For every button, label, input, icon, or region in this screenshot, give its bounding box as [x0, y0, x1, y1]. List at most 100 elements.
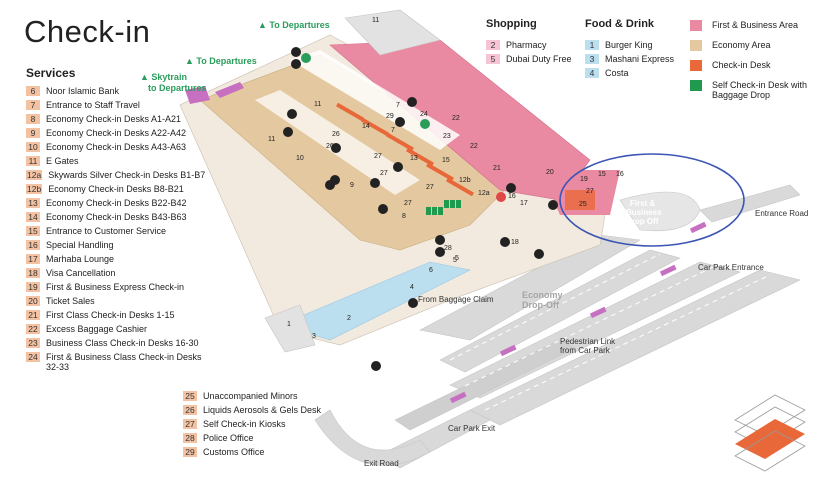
area-legend-item: First & Business Area	[690, 20, 815, 31]
service-number-badge: 6	[26, 86, 40, 96]
service-number-badge: 18	[26, 268, 40, 278]
to-departures-label-2: ▲ To Departures	[185, 56, 257, 66]
legend-number-badge: 3	[585, 54, 599, 64]
service-label: Economy Check-in Desks B43-B63	[46, 212, 187, 222]
service-label: Marhaba Lounge	[46, 254, 115, 264]
service-number-badge: 11	[26, 156, 40, 166]
service-label: Excess Baggage Cashier	[46, 324, 148, 334]
map-number-label: 15	[598, 171, 606, 178]
map-number-label: 7	[396, 102, 400, 109]
entrance-road-label: Entrance Road	[755, 209, 808, 218]
service-item: 6 Noor Islamic Bank	[26, 86, 206, 96]
to-departures-label-1: ▲ To Departures	[258, 20, 330, 30]
service-number-badge: 22	[26, 324, 40, 334]
map-number-label: 2	[347, 315, 351, 322]
map-number-label: 1	[287, 321, 291, 328]
food-heading: Food & Drink	[585, 18, 655, 30]
map-number-label: 14	[362, 123, 370, 130]
map-number-label: 13	[410, 155, 418, 162]
map-number-label: 25	[579, 201, 587, 208]
service-label: Self Check-in Kiosks	[203, 419, 286, 429]
map-number-label: 16	[508, 193, 516, 200]
map-number-label: 18	[511, 239, 519, 246]
service-label: Customs Office	[203, 447, 265, 457]
area-legend-label: First & Business Area	[712, 20, 799, 30]
map-number-label: 22	[452, 115, 460, 122]
shopping-heading: Shopping	[486, 18, 537, 30]
map-labels: ▲ To Departures ▲ To Departures ▲ Skytra…	[140, 20, 808, 468]
service-label: First & Business Class Check-in Desks 32…	[46, 352, 202, 372]
legend-number-badge: 2	[486, 40, 500, 50]
service-item: 17 Marhaba Lounge	[26, 254, 206, 264]
map-number-label: 8	[402, 213, 406, 220]
service-label: Special Handling	[46, 240, 114, 250]
area-legend-item: Economy Area	[690, 40, 815, 51]
skytrain-label-2: to Departures	[148, 83, 207, 93]
building	[179, 9, 620, 353]
area-legend-item: Check-in Desk	[690, 60, 815, 71]
service-label: Business Class Check-in Desks 16-30	[46, 338, 199, 348]
service-label: First Class Check-in Desks 1-15	[46, 310, 175, 320]
first-business-dropoff-label-2: Business	[626, 208, 662, 217]
service-label: Entrance to Customer Service	[46, 226, 167, 236]
car-park-entrance-label: Car Park Entrance	[698, 263, 764, 272]
service-label: First & Business Express Check-in	[46, 282, 185, 292]
service-label: Ticket Sales	[46, 296, 95, 306]
legend-item: 3 Mashani Express	[585, 54, 674, 64]
service-label: Economy Check-in Desks A22-A42	[46, 128, 187, 138]
service-label: Economy Check-in Desks A1-A21	[46, 114, 182, 124]
service-number-badge: 17	[26, 254, 40, 264]
pedestrian-link-label-2: from Car Park	[560, 346, 611, 355]
economy-dropoff-label-2: Drop-Off	[522, 300, 560, 310]
service-item: 20 Ticket Sales	[26, 296, 206, 306]
service-number-badge: 12a	[26, 170, 43, 180]
map-number-label: 27	[404, 200, 412, 207]
exit-road-label: Exit Road	[364, 459, 399, 468]
map-number-label: 27	[374, 153, 382, 160]
service-number-badge: 23	[26, 338, 40, 348]
service-number-badge: 24	[26, 352, 40, 362]
map-number-label: 16	[616, 171, 624, 178]
map-number-label: 29	[386, 113, 394, 120]
service-number-badge: 19	[26, 282, 40, 292]
map-number-label: 27	[586, 188, 594, 195]
area-legend-label: Economy Area	[712, 40, 771, 50]
service-item: 24 First & Business Class Check-in Desks …	[26, 352, 206, 372]
map-number-label: 6	[429, 267, 433, 274]
service-label: Entrance to Staff Travel	[46, 100, 140, 110]
pedestrian-link-label: Pedestrian Link	[560, 337, 616, 346]
legend-number-badge: 5	[486, 54, 500, 64]
service-label: Noor Islamic Bank	[46, 86, 120, 96]
legend-label: Mashani Express	[605, 54, 675, 64]
map-number-label: 15	[442, 157, 450, 164]
map-number-label: 26	[332, 131, 340, 138]
service-number-badge: 9	[26, 128, 40, 138]
road-markings	[449, 253, 771, 411]
service-number-badge: 29	[183, 447, 197, 457]
area-swatch	[690, 60, 702, 71]
roads	[314, 184, 801, 469]
service-number-badge: 14	[26, 212, 40, 222]
service-number-badge: 20	[26, 296, 40, 306]
floor-indicator	[734, 394, 806, 472]
map-number-label: 27	[380, 170, 388, 177]
map-number-label: 17	[520, 200, 528, 207]
service-label: Police Office	[203, 433, 254, 443]
map-number-label: 3	[312, 333, 316, 340]
first-business-dropoff-label-1: First &	[630, 199, 656, 208]
map-number-label: 7	[391, 127, 395, 134]
service-label: Economy Check-in Desks A43-A63	[46, 142, 187, 152]
service-label: Economy Check-in Desks B8-B21	[48, 184, 184, 194]
